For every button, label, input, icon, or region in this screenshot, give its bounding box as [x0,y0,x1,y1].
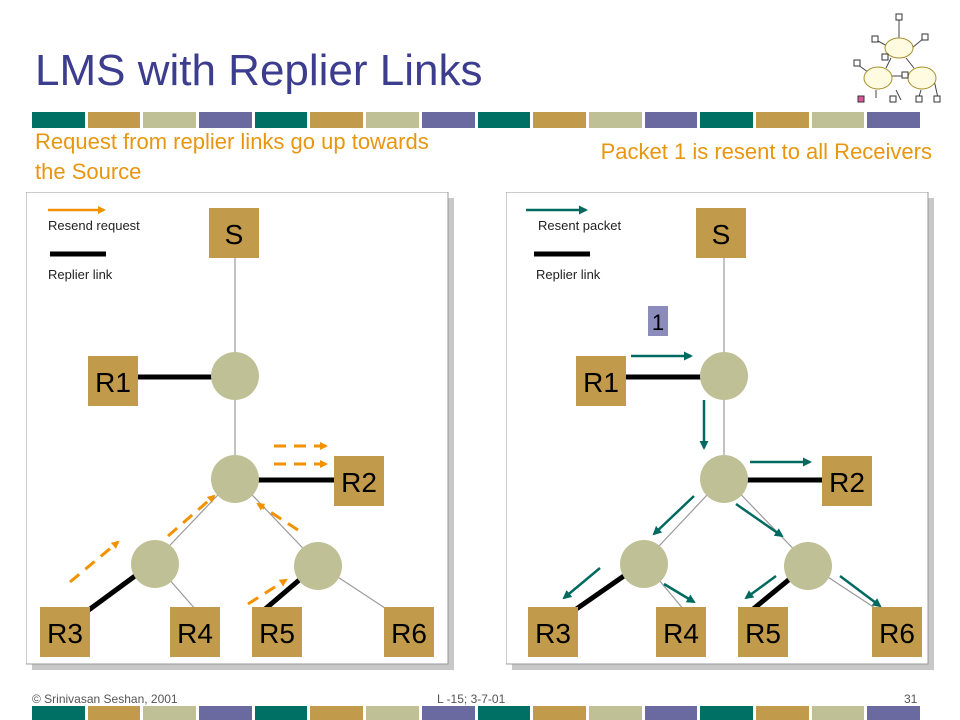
resent-packet-arrow [839,575,882,608]
node-label-r1: R1 [583,367,619,398]
color-bar-segment [421,706,475,720]
right-caption: Packet 1 is resent to all Receivers [600,139,932,164]
receiver-box-r4 [170,607,220,657]
node-label-r2: R2 [829,467,865,498]
node-label-r2: R2 [341,467,377,498]
color-bar-segment [310,112,364,128]
network-logo-icon [853,13,941,103]
node-label-r4: R4 [663,618,699,649]
left-caption: Request from replier links go up towards… [35,129,429,184]
color-bar-segment [254,112,308,128]
resent-packet-arrow [735,502,784,538]
color-bar-segment [366,706,419,720]
router-node [784,542,832,590]
router-node [620,540,668,588]
receiver-box-r6 [384,607,434,657]
receiver-box-r4 [656,607,706,657]
footer-page-number: 31 [904,692,918,706]
color-bar-segment [867,112,920,128]
footer-copyright: © Srinivasan Seshan, 2001 [32,692,178,706]
color-bar-segment [310,706,364,720]
legend-replier-label: Replier link [48,267,113,282]
color-bar-segment [421,112,475,128]
color-bar-segment [811,112,865,128]
source-label: S [225,219,244,250]
resend-request-arrow [167,494,216,538]
decorative-color-bar-top [32,112,920,128]
node-label-r3: R3 [535,618,571,649]
color-bar-segment [755,706,809,720]
source-node-box [696,208,746,258]
color-bar-segment [700,706,753,720]
color-bar-segment [588,112,642,128]
color-bar-segment [87,112,141,128]
color-bar-segment [477,112,531,128]
color-bar-segment [87,706,141,720]
receiver-box-r1 [576,356,626,406]
left-diagram-panel: Resend request Replier link S R1 R2 [26,192,454,670]
color-bar-segment [867,706,920,720]
color-bar-segment [477,706,531,720]
router-node [131,540,179,588]
resent-packet-arrow [663,582,696,604]
source-label: S [712,219,731,250]
color-bar-segment [811,706,865,720]
color-bar-segment [533,112,586,128]
node-label-r6: R6 [391,618,427,649]
node-label-r5: R5 [259,618,295,649]
router-node [700,352,748,400]
panel-frame [506,192,929,665]
router-node [700,455,748,503]
color-bar-segment [32,706,85,720]
resend-request-arrow [69,540,120,584]
legend-resend-label: Resend request [48,218,140,233]
footer-lecture: L -15; 3-7-01 [437,692,506,706]
color-bar-segment [366,112,419,128]
color-bar-segment [533,706,586,720]
node-label-r1: R1 [95,367,131,398]
receiver-box-r2 [334,456,384,506]
right-diagram-panel: Resent packet Replier link S R1 R2 [506,192,934,670]
color-bar-segment [588,706,642,720]
color-bar-segment [755,112,809,128]
receiver-box-r2 [822,456,872,506]
color-bar-segment [199,112,252,128]
color-bar-segment [199,706,252,720]
legend-replier-label: Replier link [536,267,601,282]
router-node [211,352,259,400]
resent-packet-arrow [744,574,777,600]
color-bar-segment [644,706,698,720]
node-label-r4: R4 [177,618,213,649]
receiver-box-r1 [88,356,138,406]
node-label-r3: R3 [47,618,83,649]
receiver-box-r6 [872,607,922,657]
receiver-box-r3 [528,607,578,657]
decorative-color-bar-bottom [32,706,920,720]
packet-label: 1 [652,310,664,335]
slide-title: LMS with Replier Links [35,46,483,95]
color-bar-segment [32,112,85,128]
node-label-r6: R6 [879,618,915,649]
router-node [294,542,342,590]
color-bar-segment [143,112,197,128]
color-bar-segment [143,706,197,720]
receiver-box-r5 [252,607,302,657]
resent-packet-arrow [562,567,601,600]
resend-request-arrow [247,578,288,606]
panel-frame [26,192,449,665]
color-bar-segment [254,706,308,720]
legend-resent-label: Resent packet [538,218,621,233]
source-node-box [209,208,259,258]
node-label-r5: R5 [745,618,781,649]
resend-request-arrow [256,502,299,532]
packet-badge [648,306,668,336]
receiver-box-r3 [40,607,90,657]
receiver-box-r5 [738,607,788,657]
resent-packet-arrow [652,495,695,536]
router-node [211,455,259,503]
color-bar-segment [644,112,698,128]
color-bar-segment [700,112,753,128]
